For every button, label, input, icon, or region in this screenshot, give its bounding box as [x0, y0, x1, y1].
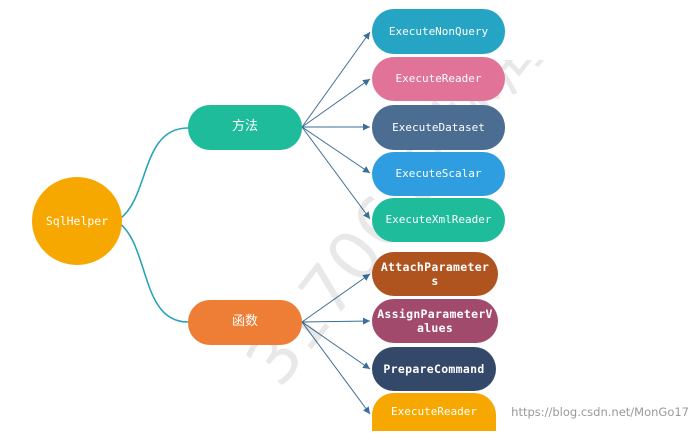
leaf-attach-parameters[interactable]: AttachParameters: [372, 252, 498, 296]
group-node-functions[interactable]: 函数: [188, 300, 302, 345]
leaf-label: PrepareCommand: [383, 361, 485, 376]
leaf-label: AttachParameters: [380, 259, 490, 288]
group-label-methods: 方法: [231, 119, 258, 135]
group-node-methods[interactable]: 方法: [188, 105, 302, 150]
leaf-label: ExecuteScalar: [395, 167, 482, 181]
leaf-label: AssignParameterValues: [377, 306, 493, 335]
leaf-execute-nonquery[interactable]: ExecuteNonQuery: [372, 9, 505, 54]
leaf-label: ExecuteReader: [395, 72, 482, 86]
leaf-assign-parameter-values[interactable]: AssignParameterValues: [372, 299, 498, 343]
root-label: SqlHelper: [45, 213, 109, 228]
leaf-label: ExecuteNonQuery: [388, 24, 489, 38]
connector-root-to-functions: [117, 221, 189, 323]
connectors-methods: [301, 31, 371, 220]
mind-map-connectors: [117, 31, 371, 415]
leaf-label: ExecuteDataset: [392, 120, 485, 134]
leaf-execute-reader[interactable]: ExecuteReader: [372, 57, 505, 101]
leaf-label: ExecuteXmlReader: [385, 213, 492, 227]
leaf-execute-dataset[interactable]: ExecuteDataset: [372, 105, 505, 150]
leaf-execute-scalar[interactable]: ExecuteScalar: [372, 152, 505, 196]
leaf-execute-xmlreader[interactable]: ExecuteXmlReader: [372, 198, 505, 242]
group-label-functions: 函数: [231, 314, 258, 330]
leaf-execute-reader-2[interactable]: ExecuteReader: [372, 393, 496, 431]
watermark-url: https://blog.csdn.net/MonGo17: [511, 405, 689, 419]
leaf-prepare-command[interactable]: PrepareCommand: [372, 347, 496, 391]
leaf-label: ExecuteReader: [390, 405, 478, 419]
connector-root-to-methods: [117, 127, 189, 221]
connectors-functions: [301, 273, 371, 415]
root-node[interactable]: SqlHelper: [32, 177, 122, 265]
